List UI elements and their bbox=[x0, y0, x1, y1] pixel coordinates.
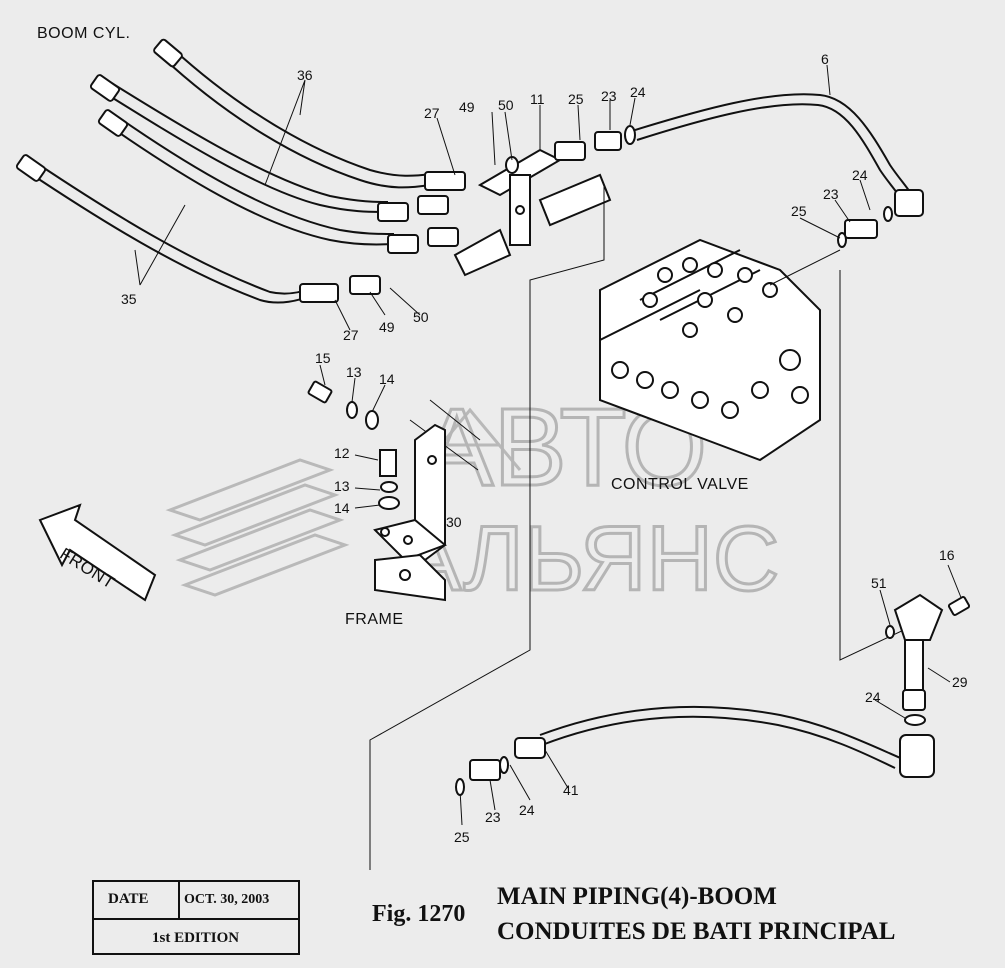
part-number: 12 bbox=[334, 445, 350, 461]
fittings-top bbox=[505, 125, 924, 248]
part-number: 13 bbox=[334, 478, 350, 494]
hose-ends bbox=[15, 38, 466, 303]
part-number: 24 bbox=[852, 167, 868, 183]
part-number: 15 bbox=[315, 350, 331, 366]
frame-label: FRAME bbox=[345, 611, 404, 628]
part-number: 35 bbox=[121, 291, 137, 307]
control-valve-label: CONTROL VALVE bbox=[611, 476, 749, 493]
part-number: 14 bbox=[379, 371, 395, 387]
hose-41 bbox=[539, 705, 906, 769]
part-number: 16 bbox=[939, 547, 955, 563]
edition-label: 1st EDITION bbox=[152, 930, 240, 946]
part-number: 13 bbox=[346, 364, 362, 380]
hoses-36 bbox=[24, 47, 433, 304]
part-number: 24 bbox=[630, 84, 646, 100]
part-number: 25 bbox=[568, 91, 584, 107]
part-number: 24 bbox=[519, 802, 535, 818]
front-arrow-icon bbox=[38, 503, 157, 602]
part-number: 50 bbox=[498, 97, 514, 113]
part-number: 51 bbox=[871, 575, 887, 591]
part-number: 23 bbox=[601, 88, 617, 104]
info-box: DATE OCT. 30, 2003 1st EDITION bbox=[92, 880, 300, 955]
figure-title-en: MAIN PIPING(4)-BOOM bbox=[497, 883, 777, 910]
watermark-logo bbox=[165, 407, 522, 597]
control-valve bbox=[599, 238, 821, 462]
date-value: OCT. 30, 2003 bbox=[184, 892, 270, 907]
boom-cylinder-label: BOOM CYL. bbox=[37, 25, 131, 42]
part-number: 11 bbox=[530, 91, 545, 107]
part-number: 25 bbox=[454, 829, 470, 845]
date-label: DATE bbox=[108, 891, 149, 907]
part-number: 30 bbox=[446, 514, 462, 530]
part-number: 50 bbox=[413, 309, 429, 325]
leader-lines bbox=[134, 64, 963, 870]
part-number: 27 bbox=[424, 105, 440, 121]
part-number: 49 bbox=[379, 319, 395, 335]
part-number: 24 bbox=[865, 689, 881, 705]
bolts bbox=[307, 380, 971, 726]
figure-title-fr: CONDUITES DE BATI PRINCIPAL bbox=[497, 918, 896, 945]
bracket-30 bbox=[373, 423, 447, 602]
part-number: 49 bbox=[459, 99, 475, 115]
pipe-block-11 bbox=[453, 148, 612, 277]
part-number: 41 bbox=[563, 782, 579, 798]
part-number: 25 bbox=[791, 203, 807, 219]
part-number: 6 bbox=[821, 51, 829, 67]
hose-6 bbox=[634, 93, 916, 206]
part-number: 36 bbox=[297, 67, 313, 83]
part-number: 14 bbox=[334, 500, 350, 516]
part-number: 29 bbox=[952, 674, 968, 690]
part-number: 23 bbox=[823, 186, 839, 202]
figure-number: Fig. 1270 bbox=[372, 901, 466, 927]
watermark-text-2: АЛЬЯНС bbox=[400, 508, 779, 610]
fittings-bottom bbox=[455, 734, 935, 796]
part-number: 23 bbox=[485, 809, 501, 825]
part-number: 27 bbox=[343, 327, 359, 343]
